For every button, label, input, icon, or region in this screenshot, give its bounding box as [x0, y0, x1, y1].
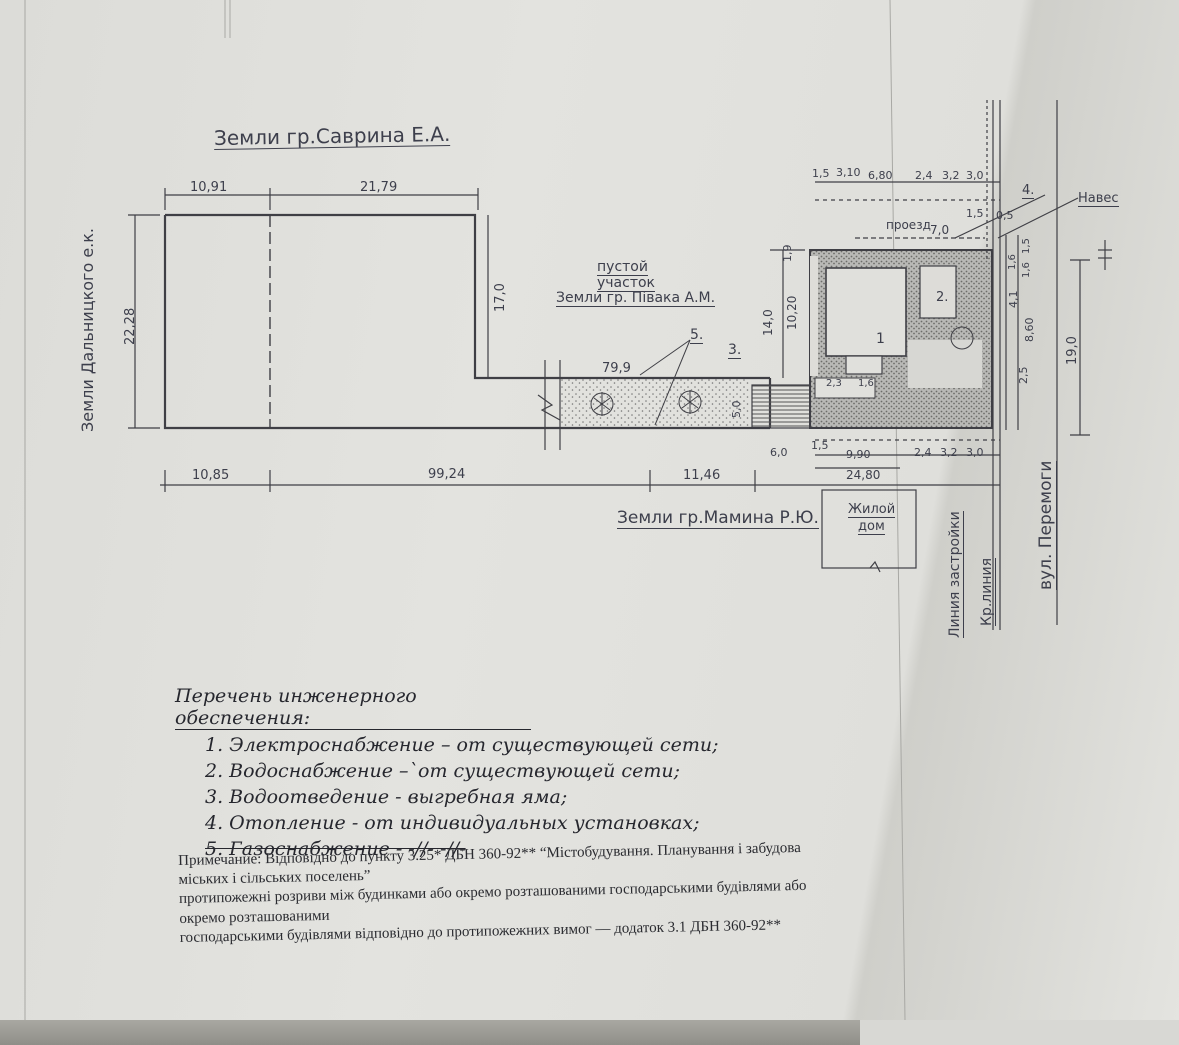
- paper-fold-light: [860, 1020, 1179, 1045]
- engineering-item: 2. Водоснабжение –`от существующей сети;: [205, 760, 680, 782]
- neighbor-top-label: Земли гр.Саврина Е.А.: [213, 121, 451, 151]
- dim-bot-r6: 3,0: [966, 446, 984, 459]
- street-label: вул. Перемоги: [1036, 460, 1057, 590]
- dim-bot-r5: 3,2: [940, 446, 958, 459]
- red-line-label: Кр.линия: [979, 558, 996, 626]
- dim-mid: 79,9: [602, 361, 631, 376]
- engineering-item: 4. Отопление - от индивидуальных установ…: [205, 812, 700, 834]
- dim-top-r5: 3,2: [942, 169, 960, 182]
- marker-3: 3.: [728, 342, 742, 359]
- dim-r-15: 1,5: [966, 207, 984, 220]
- canopy-label: Навес: [1078, 191, 1119, 207]
- dim-r-16: 1,6: [1007, 254, 1018, 270]
- dim-top-b: 21,79: [360, 180, 398, 195]
- dim-total-2480: 24,80: [846, 468, 881, 482]
- dim-top-a: 10,91: [190, 180, 228, 195]
- dim-top-r2: 3,10: [836, 166, 861, 179]
- neighbor-left-label: Земли Дальницкого е.к.: [78, 227, 97, 432]
- dim-inner-16: 1,6: [858, 378, 874, 389]
- marker-4: 4.: [1022, 183, 1035, 199]
- marker-5: 5.: [690, 327, 704, 344]
- empty-plot-line3: Земли гр. Півака А.М.: [556, 290, 716, 307]
- dim-bot-r4: 2,4: [914, 446, 932, 459]
- dim-bot-r3: 9,90: [846, 448, 871, 461]
- engineering-item: 3. Водоотведение - выгребная яма;: [205, 786, 568, 808]
- house-label-line2: дом: [858, 519, 885, 535]
- empty-plot-line1: пустой: [597, 259, 648, 276]
- neighbor-bottom-label: Земли гр.Мамина Р.Ю.: [617, 508, 819, 529]
- dim-top-r4: 2,4: [915, 169, 933, 182]
- dim-v-14: 14,0: [761, 309, 775, 336]
- dim-depth-190: 19,0: [1065, 336, 1080, 365]
- marker-2: 2.: [936, 290, 949, 305]
- dim-small-5: 5,0: [730, 400, 743, 419]
- dim-r-41: 4,1: [1007, 290, 1020, 309]
- dim-r-25: 2,5: [1017, 366, 1030, 385]
- dim-v-1020: 10,20: [785, 295, 799, 330]
- dim-r-86: 8,60: [1023, 317, 1036, 343]
- dim-left-h: 22,28: [123, 307, 138, 345]
- dim-proezd-w: 7,0: [930, 223, 950, 237]
- house-label-line1: Жилой: [848, 502, 896, 518]
- engineering-list: Перечень инженерного обеспечения: 1. Эле…: [175, 685, 718, 860]
- marker-1: 1: [876, 331, 885, 347]
- driveway-label: проезд: [886, 218, 931, 232]
- engineering-item: 5. Газоснабжение - -//- -//-: [205, 838, 466, 860]
- dim-right-h: 17,0: [493, 283, 508, 312]
- dim-r-15b: 1,5: [1021, 238, 1032, 254]
- dim-top-r1: 1,5: [812, 167, 830, 180]
- dim-top-r6: 3,0: [966, 169, 984, 182]
- dim-top-r3: 6,80: [868, 169, 893, 182]
- dim-bottom-a: 10,85: [192, 468, 230, 483]
- dim-r-05: 0,5: [996, 209, 1014, 222]
- dim-v-19: 1,9: [781, 244, 794, 263]
- engineering-heading: Перечень инженерного обеспечения:: [175, 685, 531, 730]
- engineering-item: 1. Электроснабжение – от существующей се…: [205, 734, 719, 756]
- dim-inner-23: 2,3: [826, 378, 842, 389]
- footnote: Примечание: Відповідно до пункту 3.25* Д…: [178, 835, 970, 947]
- dim-bottom-b: 99,24: [428, 467, 466, 482]
- dim-bottom-c: 11,46: [683, 468, 721, 483]
- building-line-label: Линия застройки: [947, 511, 964, 638]
- dim-bot-r1: 6,0: [770, 446, 788, 459]
- dim-r-16b: 1,6: [1021, 262, 1032, 278]
- empty-plot-line2: участок: [597, 275, 656, 292]
- dim-bot-r2: 1,5: [811, 439, 829, 452]
